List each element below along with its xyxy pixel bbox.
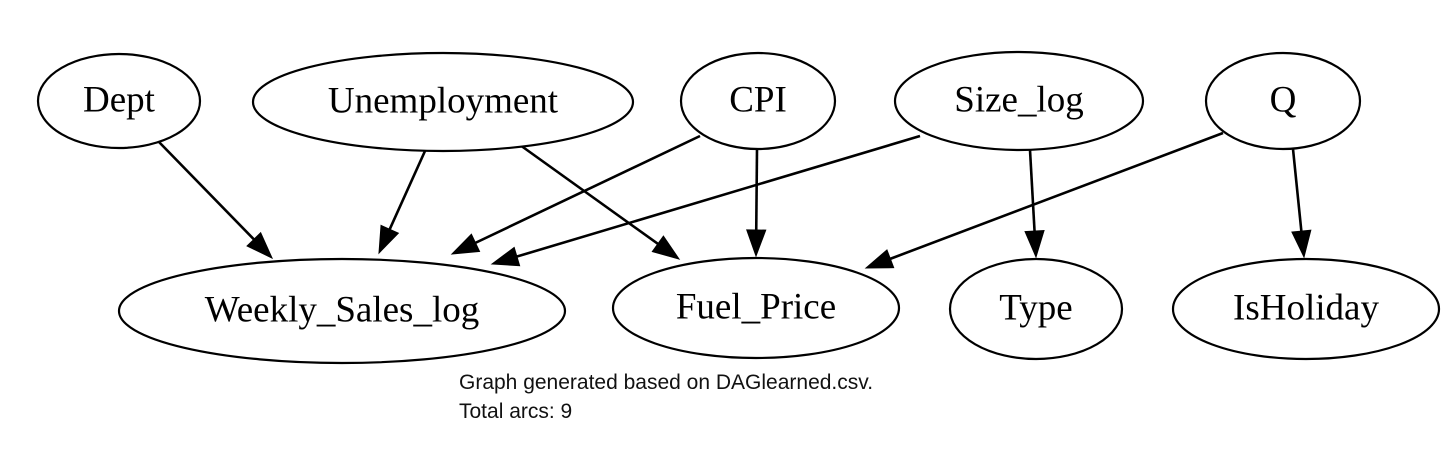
caption-layer: Graph generated based on DAGlearned.csv.… xyxy=(459,371,873,423)
edge-line xyxy=(519,143,662,247)
edge-line xyxy=(1028,149,1037,235)
edge-line xyxy=(513,134,921,259)
node-label: Weekly_Sales_log xyxy=(205,289,479,330)
edge-line xyxy=(1291,148,1303,235)
node-cpi[interactable]: CPI xyxy=(679,51,837,151)
edge-line xyxy=(158,141,257,243)
node-ellipse[interactable] xyxy=(893,50,1145,152)
node-ellipse[interactable] xyxy=(948,257,1124,361)
node-ellipse[interactable] xyxy=(251,51,635,153)
caption-line-2: Total arcs: 9 xyxy=(459,400,572,423)
node-ellipse[interactable] xyxy=(1204,51,1362,151)
edge-size_log-to-type xyxy=(1024,149,1045,259)
edge-cpi-to-weekly_sales_log xyxy=(450,134,701,255)
node-ellipse[interactable] xyxy=(36,52,202,150)
node-label: Unemployment xyxy=(328,80,559,121)
edge-arrowhead xyxy=(378,224,400,255)
edge-arrowhead xyxy=(450,233,481,255)
node-ellipse[interactable] xyxy=(117,257,567,365)
edge-cpi-to-fuel_price xyxy=(746,148,767,258)
edge-line xyxy=(754,148,759,234)
node-q[interactable]: Q xyxy=(1204,51,1362,151)
edge-line xyxy=(472,134,701,246)
node-label: Dept xyxy=(83,79,156,120)
edge-line xyxy=(387,150,427,233)
edge-q-to-fuel_price xyxy=(864,131,1224,269)
edge-arrowhead xyxy=(746,229,767,258)
node-isholiday[interactable]: IsHoliday xyxy=(1171,257,1441,361)
edge-arrowhead xyxy=(1024,229,1045,259)
node-label: CPI xyxy=(729,79,787,120)
node-fuel_price[interactable]: Fuel_Price xyxy=(611,256,901,360)
node-label: Fuel_Price xyxy=(676,286,836,327)
node-weekly_sales_log[interactable]: Weekly_Sales_log xyxy=(117,257,567,365)
edge-layer xyxy=(158,131,1312,269)
node-ellipse[interactable] xyxy=(1171,257,1441,361)
edge-dept-to-weekly_sales_log xyxy=(158,141,274,260)
edge-arrowhead xyxy=(864,249,895,269)
node-unemployment[interactable]: Unemployment xyxy=(251,51,635,153)
edge-unemployment-to-weekly_sales_log xyxy=(378,150,427,255)
node-label: Size_log xyxy=(954,79,1083,120)
node-layer: Dept Unemployment CPI Size_log Q Weekly_Sales… xyxy=(36,50,1441,365)
node-ellipse[interactable] xyxy=(611,256,901,360)
edge-arrowhead xyxy=(490,246,521,267)
node-ellipse[interactable] xyxy=(679,51,837,151)
edge-line xyxy=(887,131,1224,262)
node-type[interactable]: Type xyxy=(948,257,1124,361)
edge-q-to-isholiday xyxy=(1291,148,1312,259)
node-label: Q xyxy=(1270,79,1297,120)
node-dept[interactable]: Dept xyxy=(36,52,202,150)
edge-arrowhead xyxy=(651,235,681,260)
edge-size_log-to-weekly_sales_log xyxy=(490,134,921,267)
edge-arrowhead xyxy=(246,231,274,260)
edge-arrowhead xyxy=(1291,229,1312,259)
caption-line-1: Graph generated based on DAGlearned.csv. xyxy=(459,371,873,394)
edge-unemployment-to-fuel_price xyxy=(519,143,681,260)
node-label: IsHoliday xyxy=(1233,287,1379,328)
node-label: Type xyxy=(999,287,1072,328)
node-size_log[interactable]: Size_log xyxy=(893,50,1145,152)
